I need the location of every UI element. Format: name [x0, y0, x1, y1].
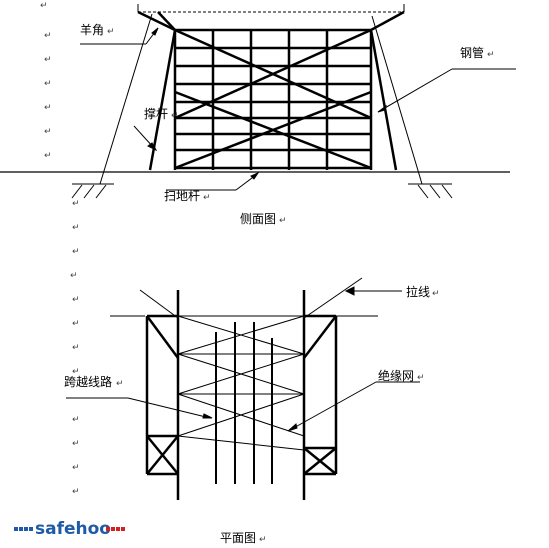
watermark-text: safehoo — [35, 519, 111, 539]
para-mark: ↵ — [432, 289, 440, 299]
para-mark: ↵ — [72, 247, 80, 257]
plan-leaders — [66, 286, 420, 432]
para-mark: ↵ — [259, 535, 267, 545]
label-guy-wire: 拉线 — [406, 284, 430, 299]
insulation-net — [177, 315, 305, 451]
plan-view-caption: 平面图 — [220, 531, 256, 545]
para-mark: ↵ — [72, 463, 80, 473]
label-sweep-bar: 扫地杆 — [164, 189, 200, 203]
para-mark: ↵ — [72, 439, 80, 449]
side-leaders — [80, 27, 516, 191]
para-mark: ↵ — [279, 216, 287, 226]
crossing-lines — [215, 322, 273, 484]
para-mark: ↵ — [44, 103, 52, 113]
plan-view: 拉线 ↵ 绝缘网 ↵ 跨越线路 ↵ 平面图 ↵ — [64, 277, 440, 545]
para-mark: ↵ — [171, 111, 179, 121]
safehoo-watermark: safehoo — [14, 519, 125, 539]
para-mark: ↵ — [72, 343, 80, 353]
para-mark: ↵ — [72, 367, 80, 377]
para-mark: ↵ — [72, 415, 80, 425]
para-mark: ↵ — [72, 319, 80, 329]
label-sheep-horn: 羊角 — [80, 22, 104, 37]
scaffold-frame — [173, 28, 373, 170]
para-mark: ↵ — [72, 487, 80, 497]
para-mark: ↵ — [44, 79, 52, 89]
label-steel-pipe: 钢管 — [460, 45, 484, 60]
para-mark: ↵ — [72, 199, 80, 209]
para-mark: ↵ — [44, 55, 52, 65]
para-mark: ↵ — [107, 27, 115, 37]
side-guy-wires — [99, 13, 423, 185]
plan-guy-wires — [139, 277, 363, 319]
ground-anchor-right — [408, 183, 453, 199]
watermark-squares-left — [14, 527, 33, 531]
label-brace: 撑杆 — [144, 106, 168, 121]
cross-braces — [174, 28, 372, 170]
plan-left-tower — [145, 290, 180, 500]
para-mark: ↵ — [44, 151, 52, 161]
sheep-horn — [137, 10, 405, 32]
para-mark: ↵ — [417, 373, 425, 383]
para-mark: ↵ — [40, 1, 48, 11]
para-mark: ↵ — [70, 271, 78, 281]
watermark-squares-right — [106, 527, 125, 531]
para-mark: ↵ — [44, 127, 52, 137]
label-insulation-net: 绝缘网 — [378, 368, 414, 383]
para-mark: ↵ — [44, 31, 52, 41]
side-view: 羊角 ↵ 钢管 ↵ 撑杆 ↵ 扫地杆 ↵ 侧面图 ↵ — [0, 4, 516, 226]
label-crossing-line: 跨越线路 — [64, 374, 112, 389]
paragraph-marks-bottom: ↵ ↵ ↵ ↵ ↵ ↵ ↵ ↵ ↵ ↵ ↵ ↵ — [70, 199, 80, 497]
ground-anchor-left — [71, 183, 114, 199]
para-mark: ↵ — [72, 295, 80, 305]
paragraph-marks-top: ↵ ↵ ↵ ↵ ↵ ↵ ↵ — [40, 1, 52, 161]
plan-right-tower — [302, 290, 338, 500]
para-mark: ↵ — [203, 193, 211, 203]
para-mark: ↵ — [116, 379, 124, 389]
para-mark: ↵ — [72, 223, 80, 233]
side-view-caption: 侧面图 — [240, 212, 276, 226]
para-mark: ↵ — [487, 50, 495, 60]
